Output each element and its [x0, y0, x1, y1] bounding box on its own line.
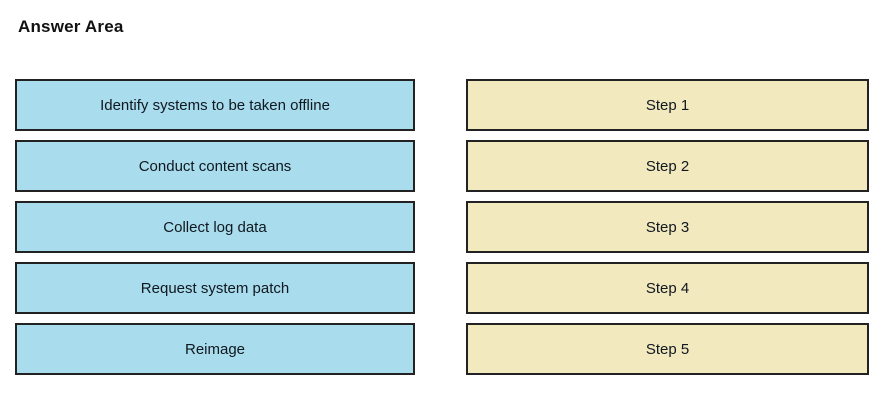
source-option-label: Collect log data	[163, 218, 267, 236]
drop-target-label: Step 3	[645, 218, 690, 236]
drop-target-label: Step 5	[645, 340, 690, 358]
source-option-request-system-patch[interactable]: Request system patch	[15, 262, 415, 314]
drop-target-label: Step 2	[645, 157, 690, 175]
drop-target-label: Step 4	[645, 279, 690, 297]
source-option-reimage[interactable]: Reimage	[15, 323, 415, 375]
source-option-label: Identify systems to be taken offline	[100, 96, 330, 114]
source-option-conduct-content-scans[interactable]: Conduct content scans	[15, 140, 415, 192]
source-options-column: Identify systems to be taken offline Con…	[15, 79, 415, 375]
source-option-identify-systems[interactable]: Identify systems to be taken offline	[15, 79, 415, 131]
drag-drop-columns: Identify systems to be taken offline Con…	[15, 79, 869, 375]
drop-target-label: Step 1	[645, 96, 690, 114]
drop-target-step-1[interactable]: Step 1	[466, 79, 869, 131]
step-targets-column: Step 1 Step 2 Step 3 Step 4 Step 5	[466, 79, 869, 375]
answer-area-title: Answer Area	[18, 17, 124, 36]
source-option-label: Conduct content scans	[138, 157, 292, 175]
drop-target-step-3[interactable]: Step 3	[466, 201, 869, 253]
source-option-label: Reimage	[184, 340, 246, 358]
drop-target-step-4[interactable]: Step 4	[466, 262, 869, 314]
source-option-collect-log-data[interactable]: Collect log data	[15, 201, 415, 253]
drop-target-step-5[interactable]: Step 5	[466, 323, 869, 375]
source-option-label: Request system patch	[140, 279, 290, 297]
drop-target-step-2[interactable]: Step 2	[466, 140, 869, 192]
